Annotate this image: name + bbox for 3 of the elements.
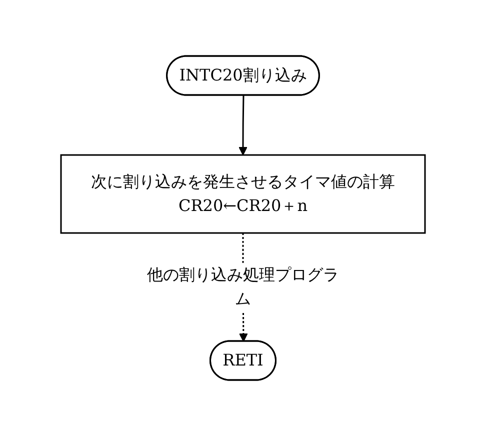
edge-label: 他の割り込み処理プログラム <box>146 264 338 308</box>
node-box: 次に割り込みを発生させるタイマ値の計算 CR20←CR20＋n <box>60 154 426 234</box>
arrow <box>238 94 247 155</box>
